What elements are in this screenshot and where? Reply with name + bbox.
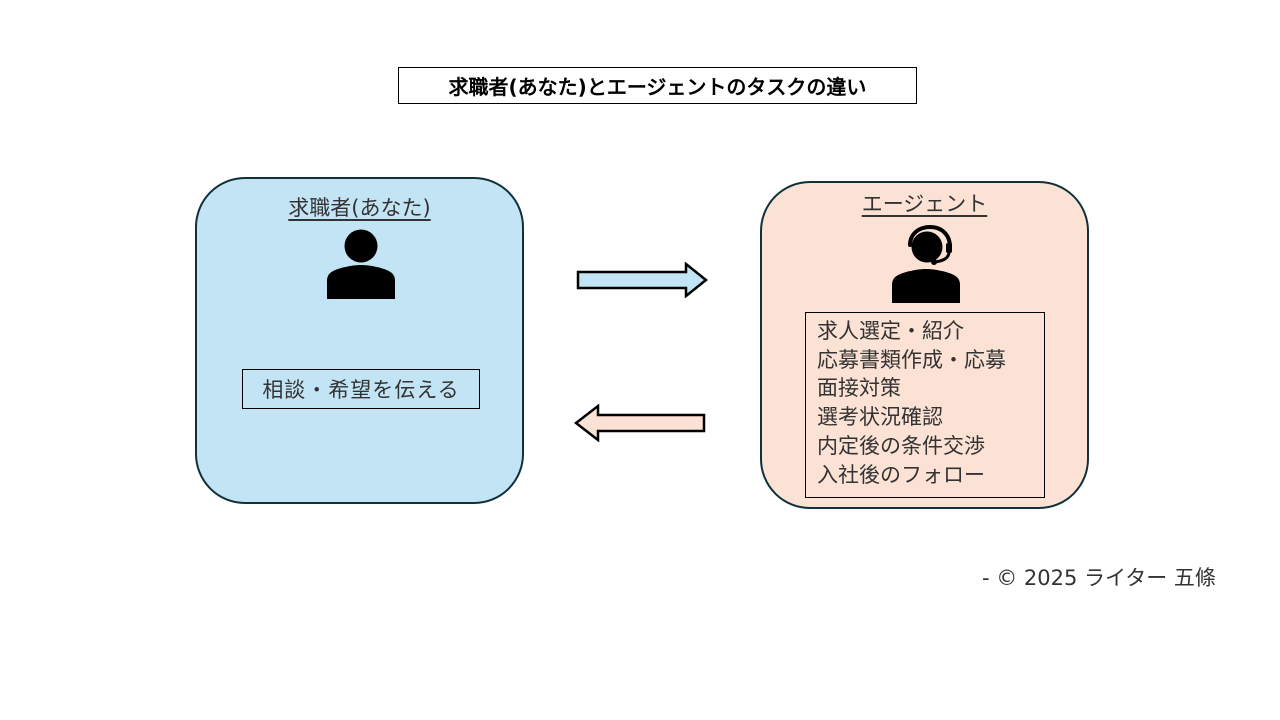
diagram-title-text: 求職者(あなた)とエージェントのタスクの違い	[448, 75, 867, 99]
agent-task-item: 選考状況確認	[817, 405, 943, 430]
job-seeker-heading: 求職者(あなた)	[288, 196, 431, 220]
agent-task-item: 内定後の条件交渉	[817, 433, 985, 458]
agent-task-list: 求人選定・紹介 応募書類作成・応募 面接対策 選考状況確認 内定後の条件交渉 入…	[805, 312, 1045, 498]
agent-panel: エージェント 求人選定・紹介 応募書類作成・応募 面接対策 選考状況確認 内定後…	[760, 181, 1089, 509]
job-seeker-task: 相談・希望を伝える	[262, 378, 460, 402]
headset-person-icon	[892, 225, 960, 303]
agent-task-item: 面接対策	[817, 376, 901, 401]
agent-task-item: 応募書類作成・応募	[817, 347, 1006, 372]
copyright-credit: - © 2025 ライター 五條	[982, 566, 1216, 590]
arrow-left-icon	[574, 404, 706, 442]
diagram-title: 求職者(あなた)とエージェントのタスクの違い	[398, 67, 917, 104]
job-seeker-panel: 求職者(あなた) 相談・希望を伝える	[195, 177, 524, 504]
job-seeker-task-box: 相談・希望を伝える	[242, 369, 480, 409]
agent-task-item: 入社後のフォロー	[817, 462, 985, 487]
person-icon	[327, 229, 395, 299]
arrow-right-icon	[576, 262, 708, 298]
agent-heading: エージェント	[861, 192, 988, 216]
agent-task-item: 求人選定・紹介	[817, 319, 964, 343]
